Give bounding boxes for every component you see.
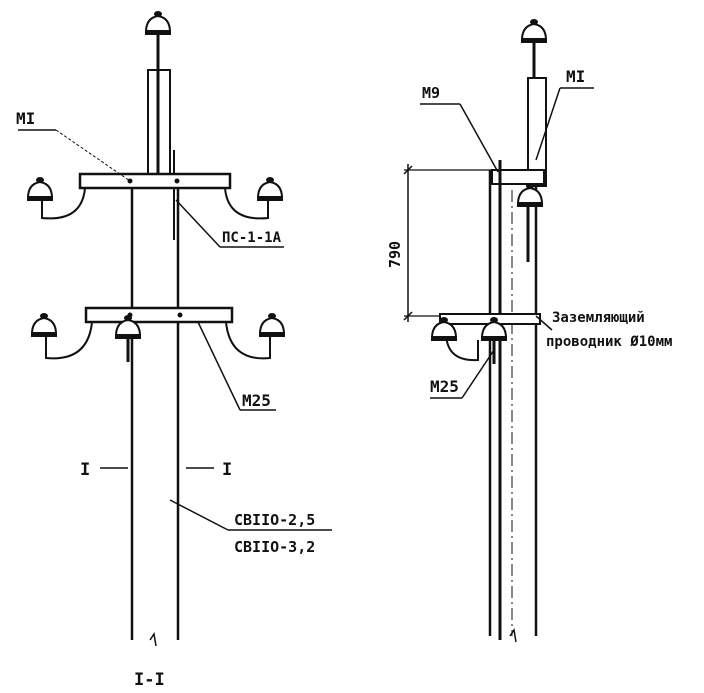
right-leaders [420, 87, 594, 399]
right-pole [488, 170, 538, 643]
left-pole [130, 180, 180, 647]
label-clamp: ПС-1-1А [222, 230, 282, 246]
label-section-right: I [222, 460, 232, 480]
insulator-icon [256, 176, 284, 202]
left-pole-assembly [18, 10, 332, 647]
insulator-icon [144, 10, 172, 36]
left-top-extension [147, 30, 175, 240]
label-pole-type-1: CBIIO-2,5 [234, 511, 315, 529]
right-pole-assembly [403, 18, 594, 643]
label-pole-type-2: CBIIO-3,2 [234, 538, 315, 556]
insulator-icon [520, 18, 548, 44]
right-top-bracket [491, 38, 547, 262]
label-crossarm-top: MI [16, 109, 35, 128]
label-section-title: I-I [134, 670, 165, 690]
left-leaders [18, 129, 332, 531]
left-crossarm-top [41, 172, 269, 220]
label-section-left: I [80, 460, 90, 480]
left-crossarm-bottom [45, 306, 271, 362]
label-grounding-line1: Заземляющий [552, 310, 645, 326]
label-crossarm-bottom: M25 [242, 391, 271, 410]
label-bracket: M9 [422, 84, 440, 102]
insulator-icon [30, 312, 58, 338]
dimension-790 [403, 164, 540, 322]
label-crossarm-top-right: MI [566, 67, 585, 86]
label-grounding-line2: проводник Ø10мм [546, 334, 672, 350]
insulator-icon [26, 176, 54, 202]
insulator-icon [258, 312, 286, 338]
label-crossarm-bottom-right: M25 [430, 377, 459, 396]
label-dimension-790: 790 [386, 241, 404, 268]
